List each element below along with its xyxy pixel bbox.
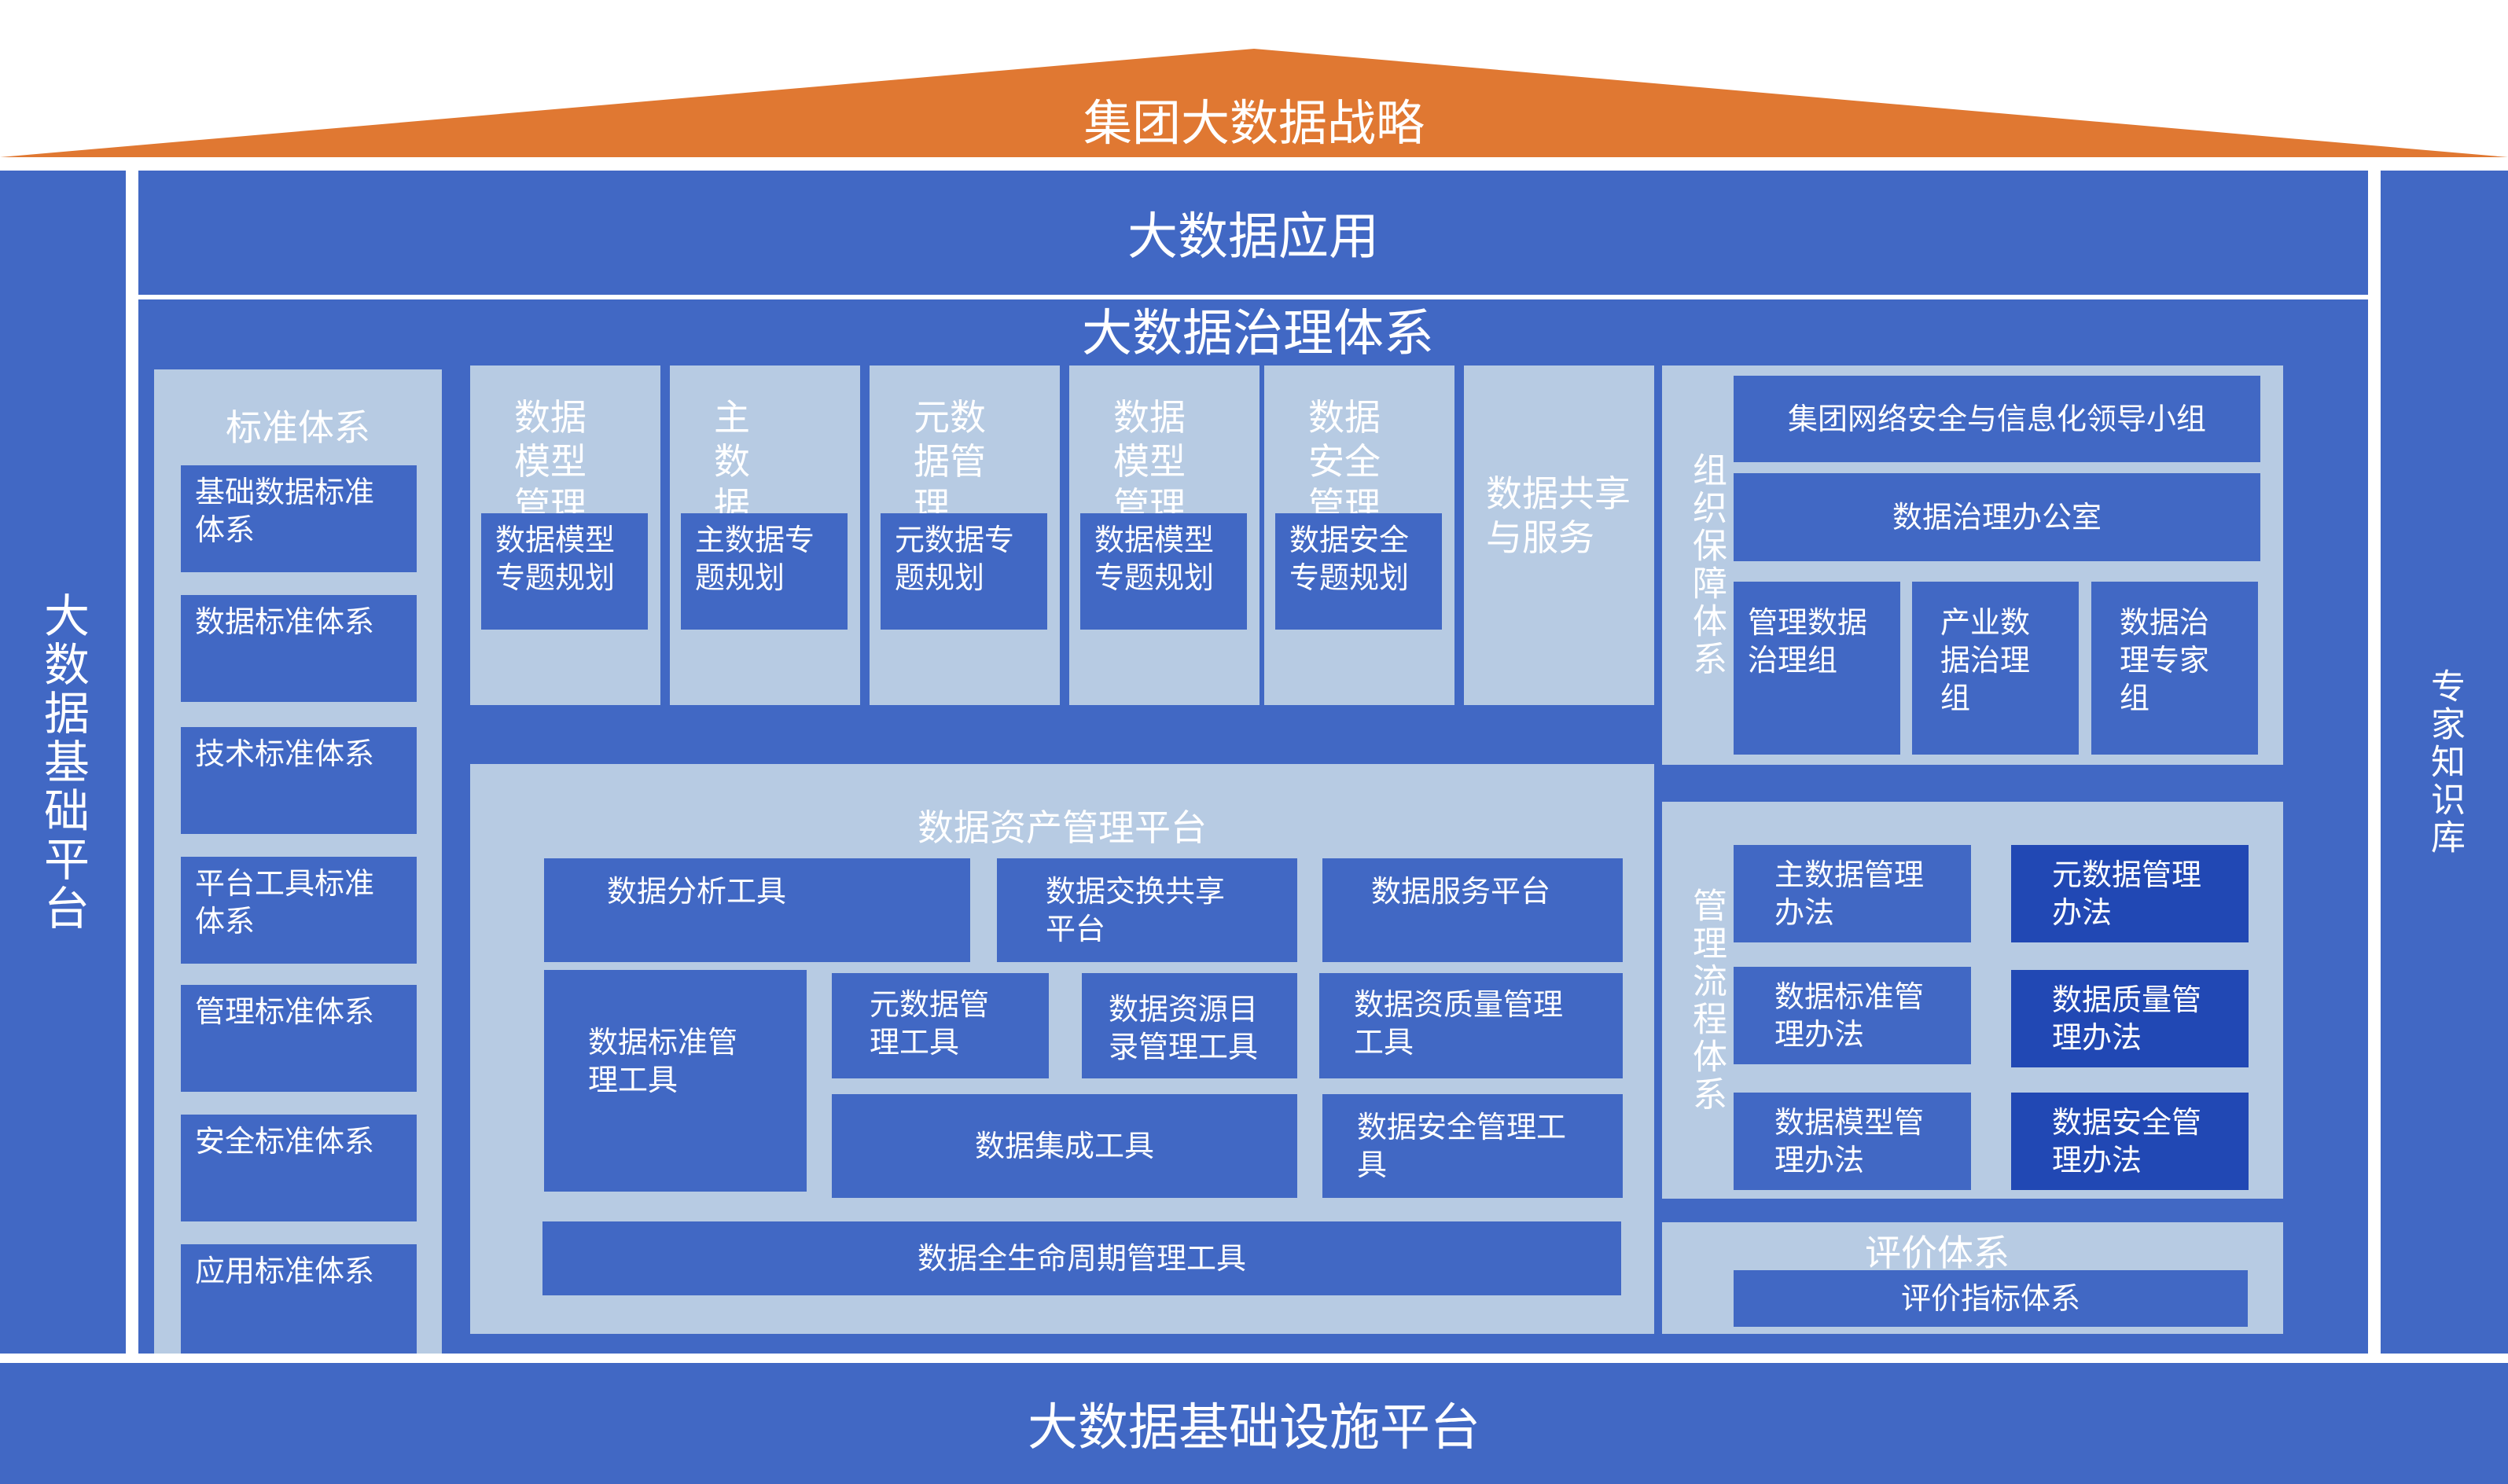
platform-title: 数据资产管理平台 bbox=[918, 806, 1207, 849]
standard-item: 安全标准体系 bbox=[181, 1115, 417, 1221]
process-item: 数据质量管理办法 bbox=[2011, 970, 2249, 1067]
exchange-platform: 数据交换共享平台 bbox=[997, 858, 1297, 962]
leader-group: 集团网络安全与信息化领导小组 bbox=[1734, 376, 2260, 462]
right-pillar-label: 专家知识库 bbox=[2425, 667, 2465, 857]
service-platform: 数据服务平台 bbox=[1322, 858, 1623, 962]
standard-item: 基础数据标准体系 bbox=[181, 465, 417, 572]
module-title: 元数据管理 bbox=[914, 396, 986, 520]
module-title: 数据模型管理 bbox=[514, 396, 587, 520]
infrastructure-banner: 大数据基础设施平台 bbox=[0, 1363, 2508, 1484]
module-title: 数据模型管理 bbox=[1113, 396, 1186, 520]
left-pillar-label: 大数据基础平台 bbox=[36, 591, 90, 933]
standard-item: 平台工具标准体系 bbox=[181, 857, 417, 964]
right-pillar bbox=[2381, 171, 2508, 1354]
process-item: 元数据管理办法 bbox=[2011, 845, 2249, 942]
governance-title: 大数据治理体系 bbox=[1082, 305, 1434, 363]
standard-item: 数据标准体系 bbox=[181, 595, 417, 702]
quality-tool: 数据资质量管理工具 bbox=[1319, 973, 1623, 1078]
module-plan: 数据安全专题规划 bbox=[1275, 513, 1442, 630]
org-group: 数据治理专家组 bbox=[2091, 582, 2258, 755]
strategy-title: 集团大数据战略 bbox=[1083, 94, 1425, 152]
standards-title: 标准体系 bbox=[226, 406, 370, 449]
process-title: 管理流程体系 bbox=[1686, 887, 1727, 1114]
standard-item: 应用标准体系 bbox=[181, 1244, 417, 1354]
sharing-panel: 数据共享与服务 bbox=[1464, 365, 1654, 705]
lifecycle-tool: 数据全生命周期管理工具 bbox=[542, 1221, 1621, 1295]
evaluation-item: 评价指标体系 bbox=[1734, 1270, 2248, 1327]
sharing-title: 数据共享与服务 bbox=[1486, 472, 1631, 559]
module-plan: 元数据专题规划 bbox=[881, 513, 1047, 630]
module-plan: 数据模型专题规划 bbox=[1080, 513, 1247, 630]
process-item: 数据标准管理办法 bbox=[1734, 967, 1971, 1064]
org-group: 产业数据治理组 bbox=[1912, 582, 2079, 755]
metadata-tool: 元数据管理工具 bbox=[832, 973, 1049, 1078]
governance-office: 数据治理办公室 bbox=[1734, 473, 2260, 561]
module-title: 数据安全管理 bbox=[1308, 396, 1381, 520]
analysis-tool: 数据分析工具 bbox=[544, 858, 970, 962]
integration-tool: 数据集成工具 bbox=[832, 1094, 1297, 1198]
organization-title: 组织保障体系 bbox=[1686, 452, 1727, 678]
process-item: 主数据管理办法 bbox=[1734, 845, 1971, 942]
standard-item: 管理标准体系 bbox=[181, 985, 417, 1092]
module-plan: 主数据专题规划 bbox=[681, 513, 848, 630]
module-title: 主数据管理 bbox=[714, 396, 750, 520]
module-plan: 数据模型专题规划 bbox=[481, 513, 648, 630]
security-tool: 数据安全管理工具 bbox=[1322, 1094, 1623, 1198]
roof-shape bbox=[0, 49, 2508, 157]
left-pillar bbox=[0, 171, 126, 1354]
org-group: 管理数据治理组 bbox=[1734, 582, 1900, 755]
catalog-tool: 数据资源目录管理工具 bbox=[1082, 973, 1297, 1078]
standard-tool: 数据标准管理工具 bbox=[544, 970, 807, 1192]
process-item: 数据安全管理办法 bbox=[2011, 1093, 2249, 1190]
application-banner: 大数据应用 bbox=[138, 171, 2368, 295]
standard-item: 技术标准体系 bbox=[181, 727, 417, 834]
evaluation-title: 评价体系 bbox=[1865, 1232, 2010, 1274]
process-item: 数据模型管理办法 bbox=[1734, 1093, 1971, 1190]
